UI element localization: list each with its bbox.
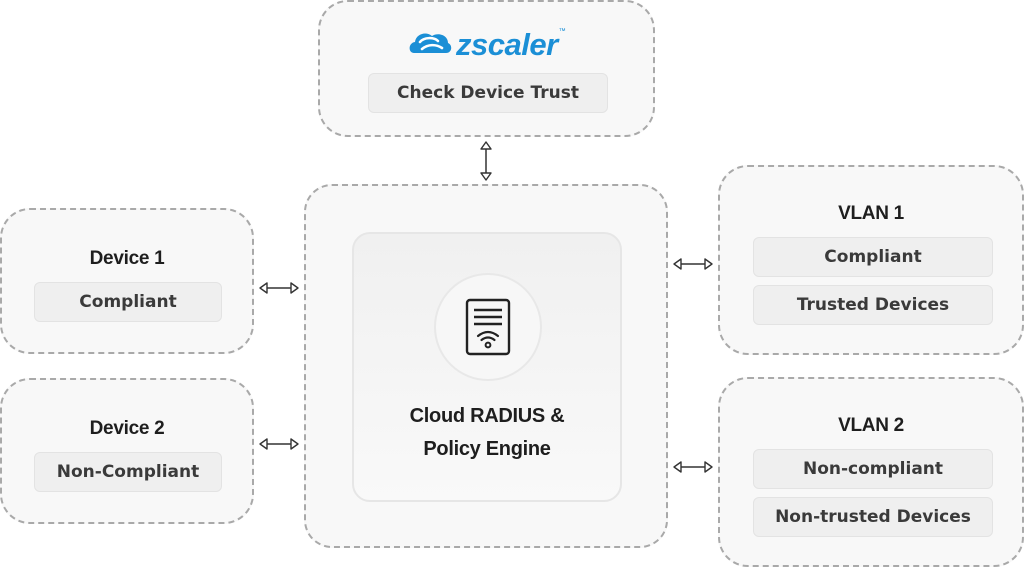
server-wifi-icon <box>465 298 511 356</box>
policy-engine-title: Cloud RADIUS & Policy Engine <box>354 400 620 466</box>
check-device-trust-label: Check Device Trust <box>368 73 608 113</box>
bidirectional-arrow-device-1 <box>259 282 299 294</box>
policy-engine-card: Cloud RADIUS & Policy Engine <box>352 232 622 502</box>
bidirectional-arrow-device-2 <box>259 438 299 450</box>
bidirectional-arrow-vlan-1 <box>673 258 713 270</box>
device-1-status: Compliant <box>34 282 222 322</box>
device-2-title: Device 2 <box>89 418 165 439</box>
vlan-2-tag: Non-trusted Devices <box>753 497 993 537</box>
bidirectional-arrow-vlan-2 <box>673 461 713 473</box>
bidirectional-arrow-vertical <box>480 141 492 181</box>
zscaler-cloud-icon <box>409 33 452 53</box>
device-2-box: Device 2 Non-Compliant <box>0 378 254 524</box>
device-2-status: Non-Compliant <box>34 452 222 492</box>
vlan-1-box: VLAN 1 Compliant Trusted Devices <box>718 165 1024 355</box>
device-1-box: Device 1 Compliant <box>0 208 254 354</box>
trademark-mark: ™ <box>558 28 566 35</box>
vlan-1-tag: Trusted Devices <box>753 285 993 325</box>
zscaler-wordmark: zscaler <box>456 26 558 62</box>
policy-engine-container: Cloud RADIUS & Policy Engine <box>304 184 668 548</box>
icon-circle <box>434 273 542 381</box>
vlan-2-box: VLAN 2 Non-compliant Non-trusted Devices <box>718 377 1024 567</box>
vlan-1-tag: Compliant <box>753 237 993 277</box>
vlan-2-title: VLAN 2 <box>838 415 904 436</box>
policy-engine-title-line-1: Cloud RADIUS & <box>409 405 565 427</box>
vlan-1-title: VLAN 1 <box>838 203 904 224</box>
policy-engine-title-line-2: Policy Engine <box>423 438 551 460</box>
zscaler-logo: zscaler ™ <box>408 26 568 62</box>
vlan-2-tag: Non-compliant <box>753 449 993 489</box>
device-1-title: Device 1 <box>89 248 165 269</box>
zscaler-trust-box: zscaler ™ Check Device Trust <box>318 0 655 137</box>
